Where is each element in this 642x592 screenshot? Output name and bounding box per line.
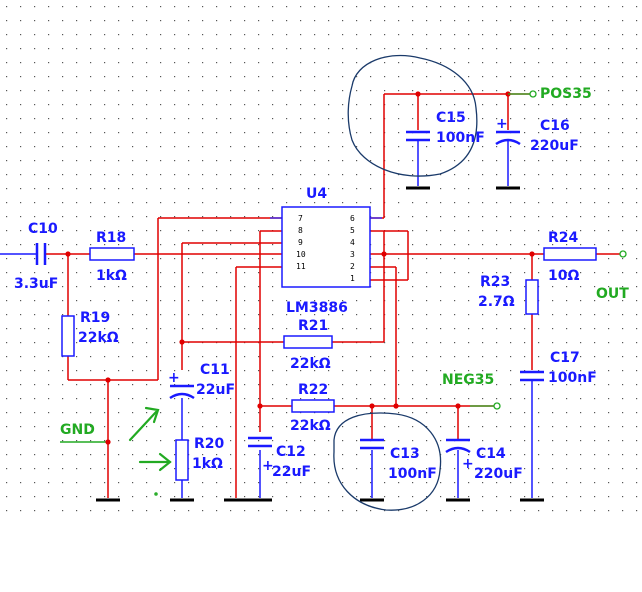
c13-value: 100nF	[388, 466, 437, 482]
r24-value: 10Ω	[548, 268, 579, 284]
ic-part: LM3886	[286, 300, 348, 316]
pin-9: 9	[298, 238, 303, 247]
c15-ref: C15	[436, 110, 466, 126]
c13-ref: C13	[390, 446, 420, 462]
pin-8: 8	[298, 226, 303, 235]
resistor-r21	[283, 335, 333, 349]
net-terminals	[470, 90, 627, 410]
resistor-r22	[291, 399, 335, 413]
c14-ref: C14	[476, 446, 506, 462]
net-label-gnd: GND	[60, 422, 95, 438]
capacitor-symbols	[35, 130, 544, 454]
c15-value: 100nF	[436, 130, 485, 146]
c17-value: 100nF	[548, 370, 597, 386]
c12-value: 22uF	[272, 464, 311, 480]
pin-7: 7	[298, 214, 303, 223]
arrow-c11	[128, 410, 158, 442]
r19-value: 22kΩ	[78, 330, 119, 346]
pin-2: 2	[350, 262, 355, 271]
pin-10: 10	[296, 250, 306, 259]
r23-value: 2.7Ω	[478, 294, 515, 310]
pos35-terminal	[529, 90, 537, 98]
c10-value: 3.3uF	[14, 276, 58, 292]
r18-ref: R18	[96, 230, 126, 246]
resistor-r23	[525, 279, 539, 315]
ic-ref: U4	[306, 186, 327, 202]
r20-value: 1kΩ	[192, 456, 223, 472]
ic-lm3886	[270, 206, 382, 288]
ground-symbols	[96, 186, 544, 502]
out-terminal	[619, 250, 627, 258]
r20-ref: R20	[194, 436, 225, 452]
r22-ref: R22	[298, 382, 328, 398]
c10-ref: C10	[28, 221, 58, 237]
hand-annotations	[333, 54, 478, 511]
resistor-r24	[543, 247, 597, 261]
pin-6: 6	[350, 214, 355, 223]
net-label-neg35: NEG35	[442, 372, 494, 388]
c14-polarity: +	[462, 456, 474, 472]
resistor-r20	[175, 439, 189, 481]
component-labels: C10 3.3uF R18 1kΩ R19 22kΩ C11 22uF + R2…	[14, 110, 597, 482]
c16-ref: C16	[540, 118, 570, 134]
c16-polarity: +	[496, 116, 508, 132]
net-label-pos35: POS35	[540, 86, 592, 102]
ic-text: U4 LM3886 7 8 9 10 11 6 5 4 3 2 1	[286, 186, 355, 316]
resistor-bodies	[61, 247, 597, 481]
c11-ref: C11	[200, 362, 230, 378]
r21-value: 22kΩ	[290, 356, 331, 372]
pin-4: 4	[350, 238, 355, 247]
net-label-out: OUT	[596, 286, 629, 302]
pin-1: 1	[350, 274, 355, 283]
pin-3: 3	[350, 250, 355, 259]
c16-value: 220uF	[530, 138, 579, 154]
c12-ref: C12	[276, 444, 306, 460]
c17-ref: C17	[550, 350, 580, 366]
resistor-r18	[89, 247, 135, 261]
junctions	[65, 91, 535, 445]
r23-ref: R23	[480, 274, 510, 290]
pin-11: 11	[296, 262, 306, 271]
highlight-circle-c15	[347, 54, 478, 177]
r21-ref: R21	[298, 318, 328, 334]
c14-value: 220uF	[474, 466, 523, 482]
r19-ref: R19	[80, 310, 110, 326]
r18-value: 1kΩ	[96, 268, 127, 284]
hand-arrows	[128, 406, 172, 496]
pin-5: 5	[350, 226, 355, 235]
wires	[0, 93, 620, 498]
resistor-r19	[61, 315, 75, 357]
highlight-circle-c13	[333, 412, 442, 511]
c12-polarity: +	[262, 458, 274, 474]
r24-ref: R24	[548, 230, 579, 246]
net-labels: POS35 NEG35 GND OUT	[60, 86, 629, 438]
neg35-terminal	[493, 402, 501, 410]
c11-polarity: +	[168, 370, 180, 386]
c11-value: 22uF	[196, 382, 235, 398]
r22-value: 22kΩ	[290, 418, 331, 434]
